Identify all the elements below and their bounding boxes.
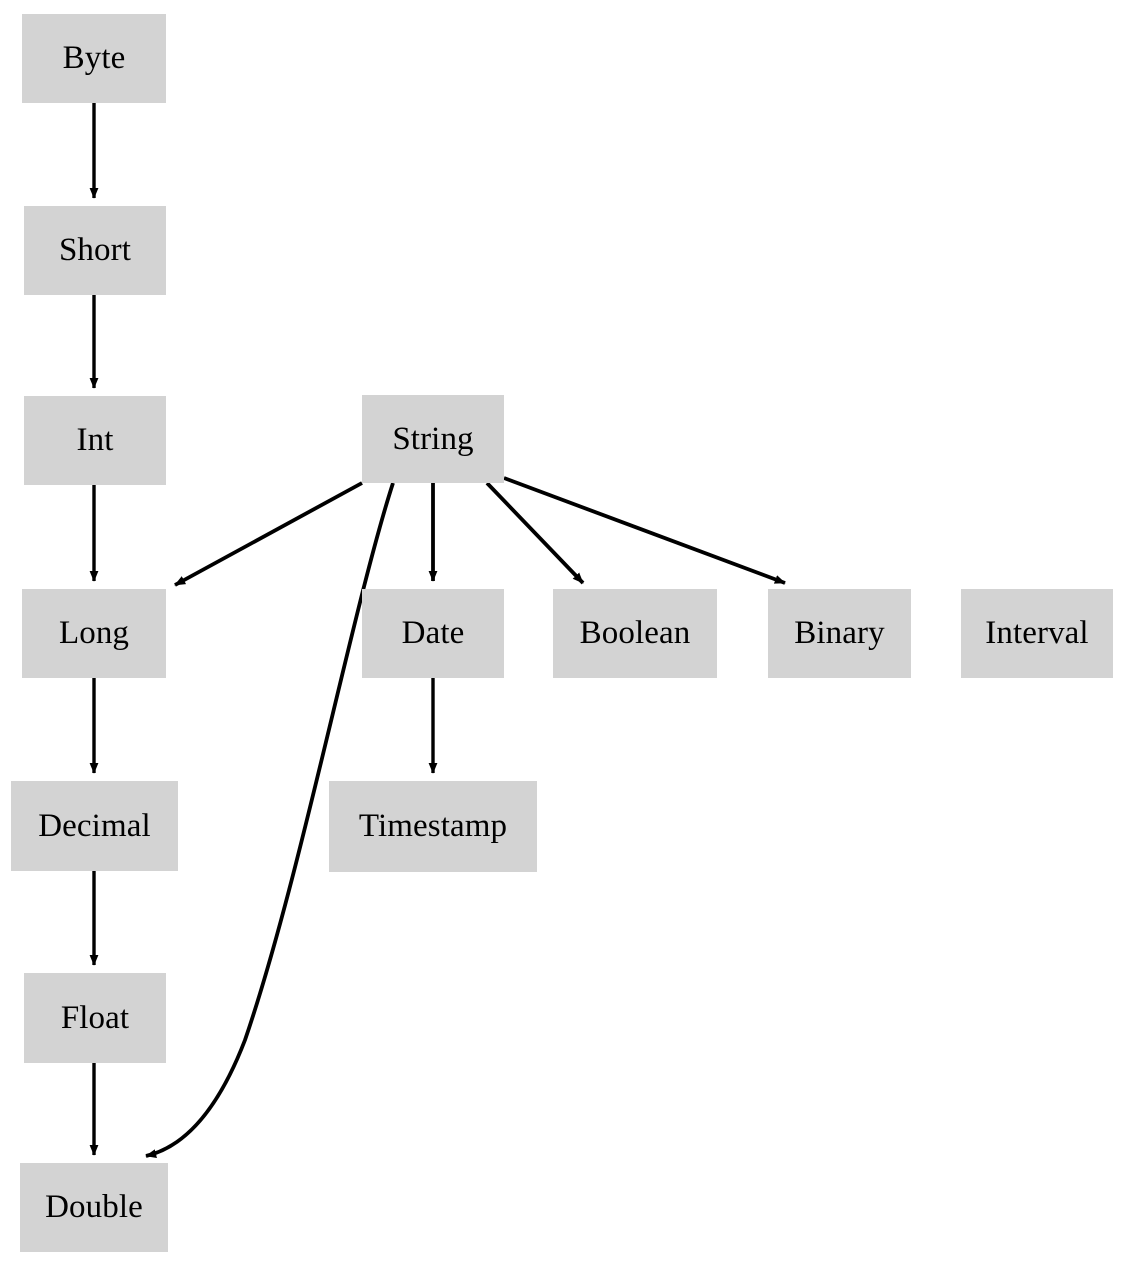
node-string-label: String bbox=[392, 420, 474, 457]
node-short[interactable]: Short bbox=[24, 206, 166, 295]
node-float-label: Float bbox=[60, 999, 130, 1036]
node-date-label: Date bbox=[401, 615, 465, 651]
node-byte[interactable]: Byte bbox=[22, 14, 166, 103]
node-timestamp[interactable]: Timestamp bbox=[329, 781, 537, 872]
edge-string-binary bbox=[503, 476, 786, 585]
node-float[interactable]: Float bbox=[24, 973, 166, 1063]
edge-string-long bbox=[174, 481, 363, 587]
node-double-label: Double bbox=[45, 1189, 143, 1225]
node-binary-label: Binary bbox=[794, 615, 885, 651]
node-date[interactable]: Date bbox=[362, 589, 504, 678]
node-int-label: Int bbox=[76, 422, 114, 458]
node-timestamp-label: Timestamp bbox=[358, 808, 508, 844]
node-binary[interactable]: Binary bbox=[768, 589, 911, 678]
node-decimal-label: Decimal bbox=[38, 807, 151, 844]
node-int[interactable]: Int bbox=[24, 396, 166, 485]
node-decimal[interactable]: Decimal bbox=[11, 781, 178, 871]
edge-string-boolean bbox=[485, 481, 585, 585]
node-interval[interactable]: Interval bbox=[961, 589, 1113, 678]
node-byte-label: Byte bbox=[62, 40, 126, 76]
node-double[interactable]: Double bbox=[20, 1163, 168, 1252]
node-long-label: Long bbox=[58, 615, 130, 651]
node-string[interactable]: String bbox=[362, 395, 504, 483]
node-interval-label: Interval bbox=[985, 615, 1089, 651]
node-boolean[interactable]: Boolean bbox=[553, 589, 717, 678]
node-long[interactable]: Long bbox=[22, 589, 166, 678]
node-boolean-label: Boolean bbox=[579, 615, 691, 651]
node-short-label: Short bbox=[58, 232, 131, 268]
